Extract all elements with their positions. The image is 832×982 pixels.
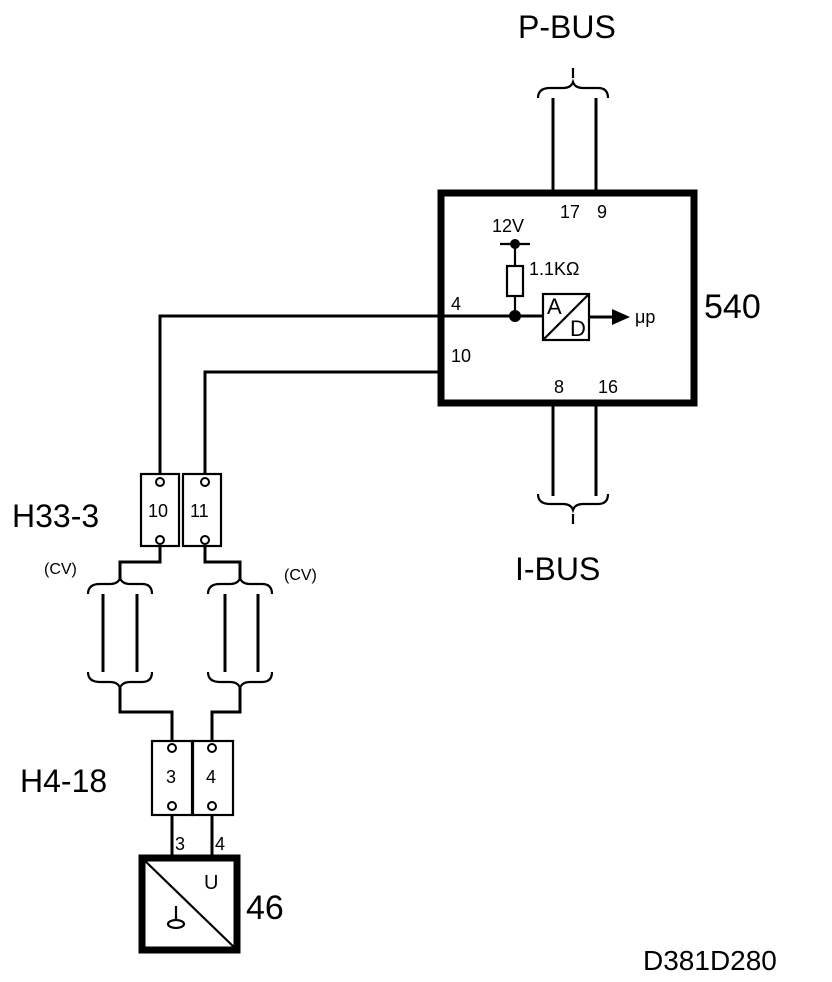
p-bus-brace: [536, 68, 610, 99]
wire-pin10-to-h33: [203, 370, 441, 476]
pin-9-label: 9: [597, 202, 607, 222]
h33-3-label: H33-3: [12, 498, 99, 534]
pin-17-label: 17: [560, 202, 580, 222]
sensor-46-symbol: U: [138, 854, 241, 954]
cable-left-label: (CV): [44, 561, 77, 578]
cable-right: [206, 574, 274, 692]
cable-right-label: (CV): [284, 567, 317, 584]
sensor-pin-4: 4: [215, 834, 225, 854]
h33-3-connector: 10 11: [139, 472, 223, 548]
adc-symbol: A D: [541, 292, 591, 342]
svg-text:D: D: [570, 316, 586, 341]
sensor-46-id: 46: [246, 889, 284, 927]
i-bus-label: I-BUS: [515, 551, 600, 587]
thermometer-icon: [166, 906, 186, 930]
pin-8-label: 8: [554, 377, 564, 397]
sensor-u-label: U: [204, 872, 218, 894]
p-bus-label: P-BUS: [518, 9, 616, 45]
p-bus-wires: [551, 98, 598, 192]
signal-node-dot: [509, 310, 521, 322]
cable-left: [86, 574, 154, 692]
module-540-box: [437, 189, 698, 407]
drawing-code: D381D280: [643, 945, 777, 976]
svg-text:A: A: [547, 294, 562, 319]
resistor-value: 1.1KΩ: [529, 259, 579, 279]
output-arrow-icon: [612, 309, 630, 325]
h4-18-label: H4-18: [20, 763, 107, 799]
pin-16-label: 16: [598, 377, 618, 397]
h33-pin-10: 10: [148, 501, 168, 521]
h4-18-connector: 3 4: [150, 739, 235, 817]
h33-pin-11: 11: [190, 501, 209, 521]
sensor-pin-3: 3: [175, 834, 185, 854]
pin-10-label: 10: [451, 346, 471, 366]
output-label: μp: [635, 307, 655, 327]
i-bus-brace: [536, 493, 610, 524]
pin-4-label: 4: [451, 294, 461, 314]
h4-pin-3: 3: [166, 767, 176, 787]
module-540-id: 540: [704, 288, 761, 326]
supply-12v-label: 12V: [492, 216, 524, 236]
wire-pin4-to-h33: [158, 314, 441, 476]
h4-pin-4: 4: [206, 767, 216, 787]
i-bus-wires: [551, 404, 598, 496]
